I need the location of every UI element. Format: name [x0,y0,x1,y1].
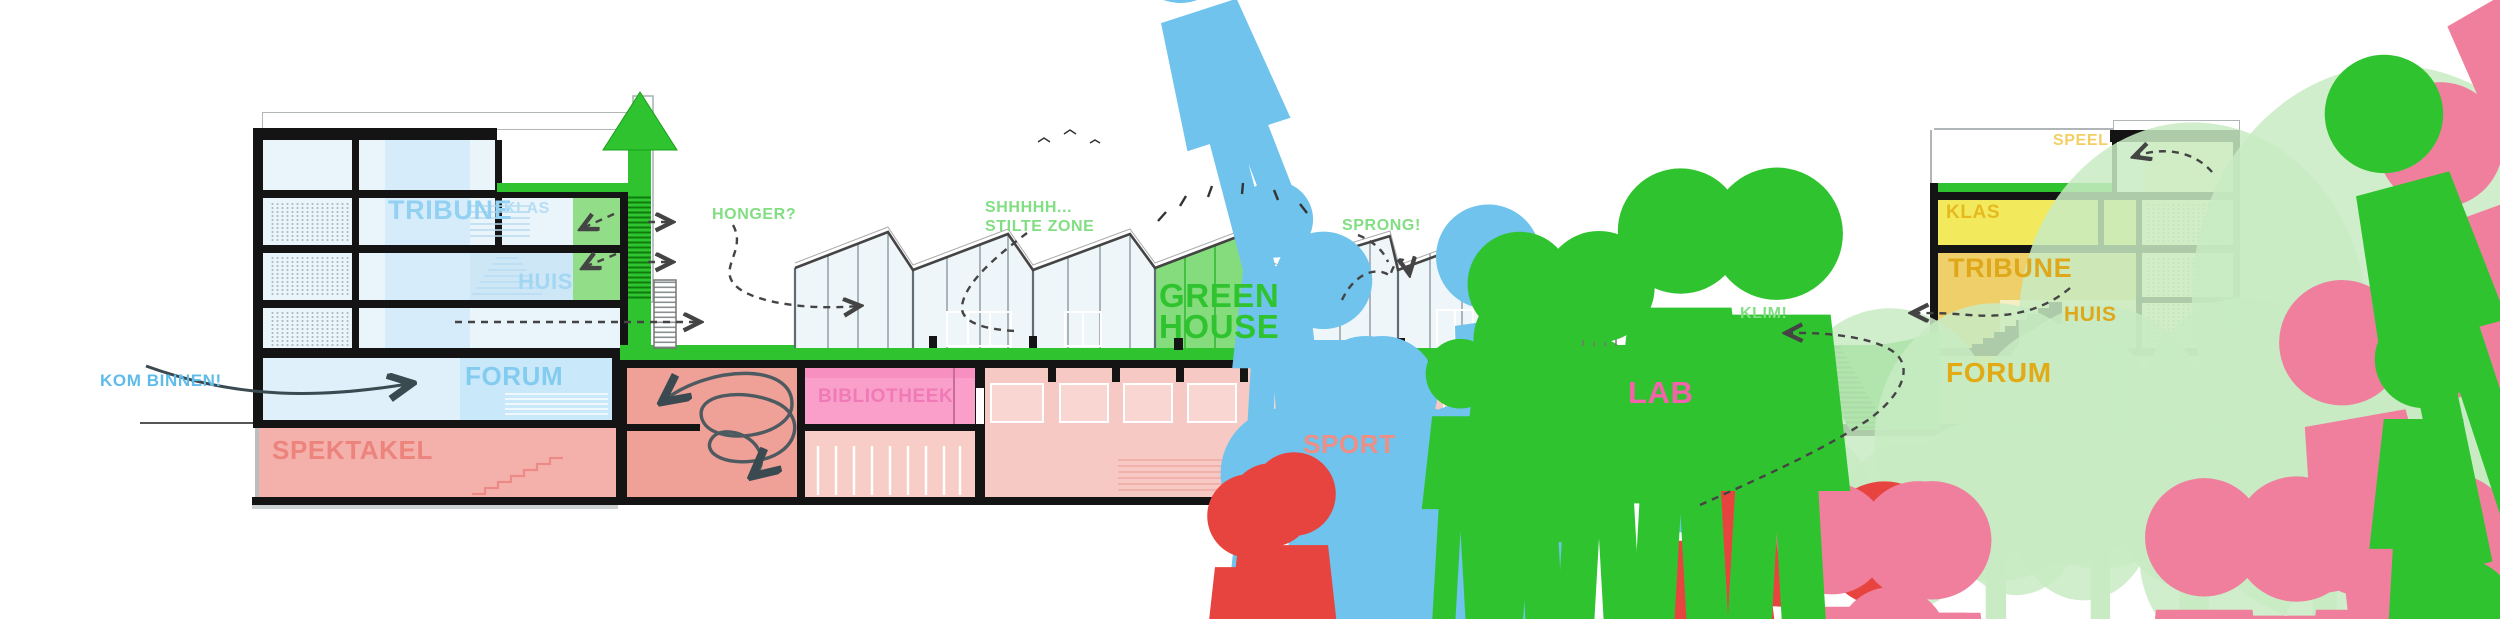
left-forum-label: FORUM [465,361,564,391]
stilte-zone-label: SHHHHH... STILTE ZONE [985,200,1094,235]
right-klas-label: KLAS [1946,202,2001,223]
left-outer-wall [253,128,263,420]
greenhouse-line2: HOUSE [1159,308,1280,346]
kom-binnen-label: KOM BINNEN! [100,371,222,390]
wall [797,368,805,497]
speel-label: SPEEL [2053,132,2109,149]
bleachers-left [505,393,608,415]
basement-shadow [252,505,618,509]
room-divider [953,368,955,424]
window-texture [270,202,350,242]
door-gap [976,388,984,424]
stair-lines [470,205,542,295]
plinth-top-slab [620,358,1712,368]
left-klas-label: KLAS [504,200,550,217]
right-wall-left [1930,130,1932,183]
spektakel-label: SPEKTAKEL [272,435,433,465]
wall [975,368,985,497]
interior-wall [495,140,502,190]
right-huis-label: HUIS [2064,303,2117,326]
left-roof-terrace [497,183,628,192]
interior-wall [495,196,502,248]
spektakel-stair [472,456,563,496]
right-tribune-label: TRIBUNE [1948,253,2073,283]
interior-wall [352,140,359,348]
sport-label: SPORT [1303,429,1396,459]
left-roof-slab [253,128,497,140]
kom-binnen-arrow [145,364,408,394]
bibliotheek-top-band [805,368,975,378]
greenhouse-line1: GREEN [1159,277,1280,314]
right-terrace-band [1932,183,2114,193]
window-texture [270,311,350,347]
bibliotheek-label: BIBLIOTHEEK [818,386,954,407]
right-terrace-railing [1934,128,2114,130]
klim-label: KLIM! [1740,305,1788,322]
basement-bottom-slab [252,497,1516,505]
right-wall-left-lower [1930,183,1938,432]
stilte-line2: STILTE ZONE [985,218,1095,235]
spiral-arrow [666,371,797,473]
window-texture [270,256,350,296]
spektakel-room [255,428,616,497]
flow-arrows [455,151,2213,507]
birds [1037,129,1101,144]
exterior-stair [653,279,677,349]
floor-slab [253,420,620,428]
sun-ticks [1157,182,1308,222]
ground-line-left [140,422,258,424]
greenhouse-label: GREEN HOUSE [1159,277,1280,346]
floor-slab [253,245,625,253]
floor-slab [253,348,625,358]
floor-slab [253,300,625,308]
lab-label: LAB [1628,375,1694,410]
left-right-wall-upper [620,186,628,360]
honger-label: HONGER? [712,206,797,223]
floor-slab [805,424,975,431]
stilte-line1: SHHHHH... [985,199,1073,216]
floor-slab [253,190,625,198]
sprong-label: SPRONG! [1342,217,1421,234]
up-arrow-icon [602,91,678,151]
right-forum-label: FORUM [1946,357,2052,388]
tower-stair-hatch [628,196,651,300]
left-tribune-label: TRIBUNE [388,195,513,225]
left-huis-label: HUIS [518,269,573,294]
dance-room-stripes [816,446,962,495]
